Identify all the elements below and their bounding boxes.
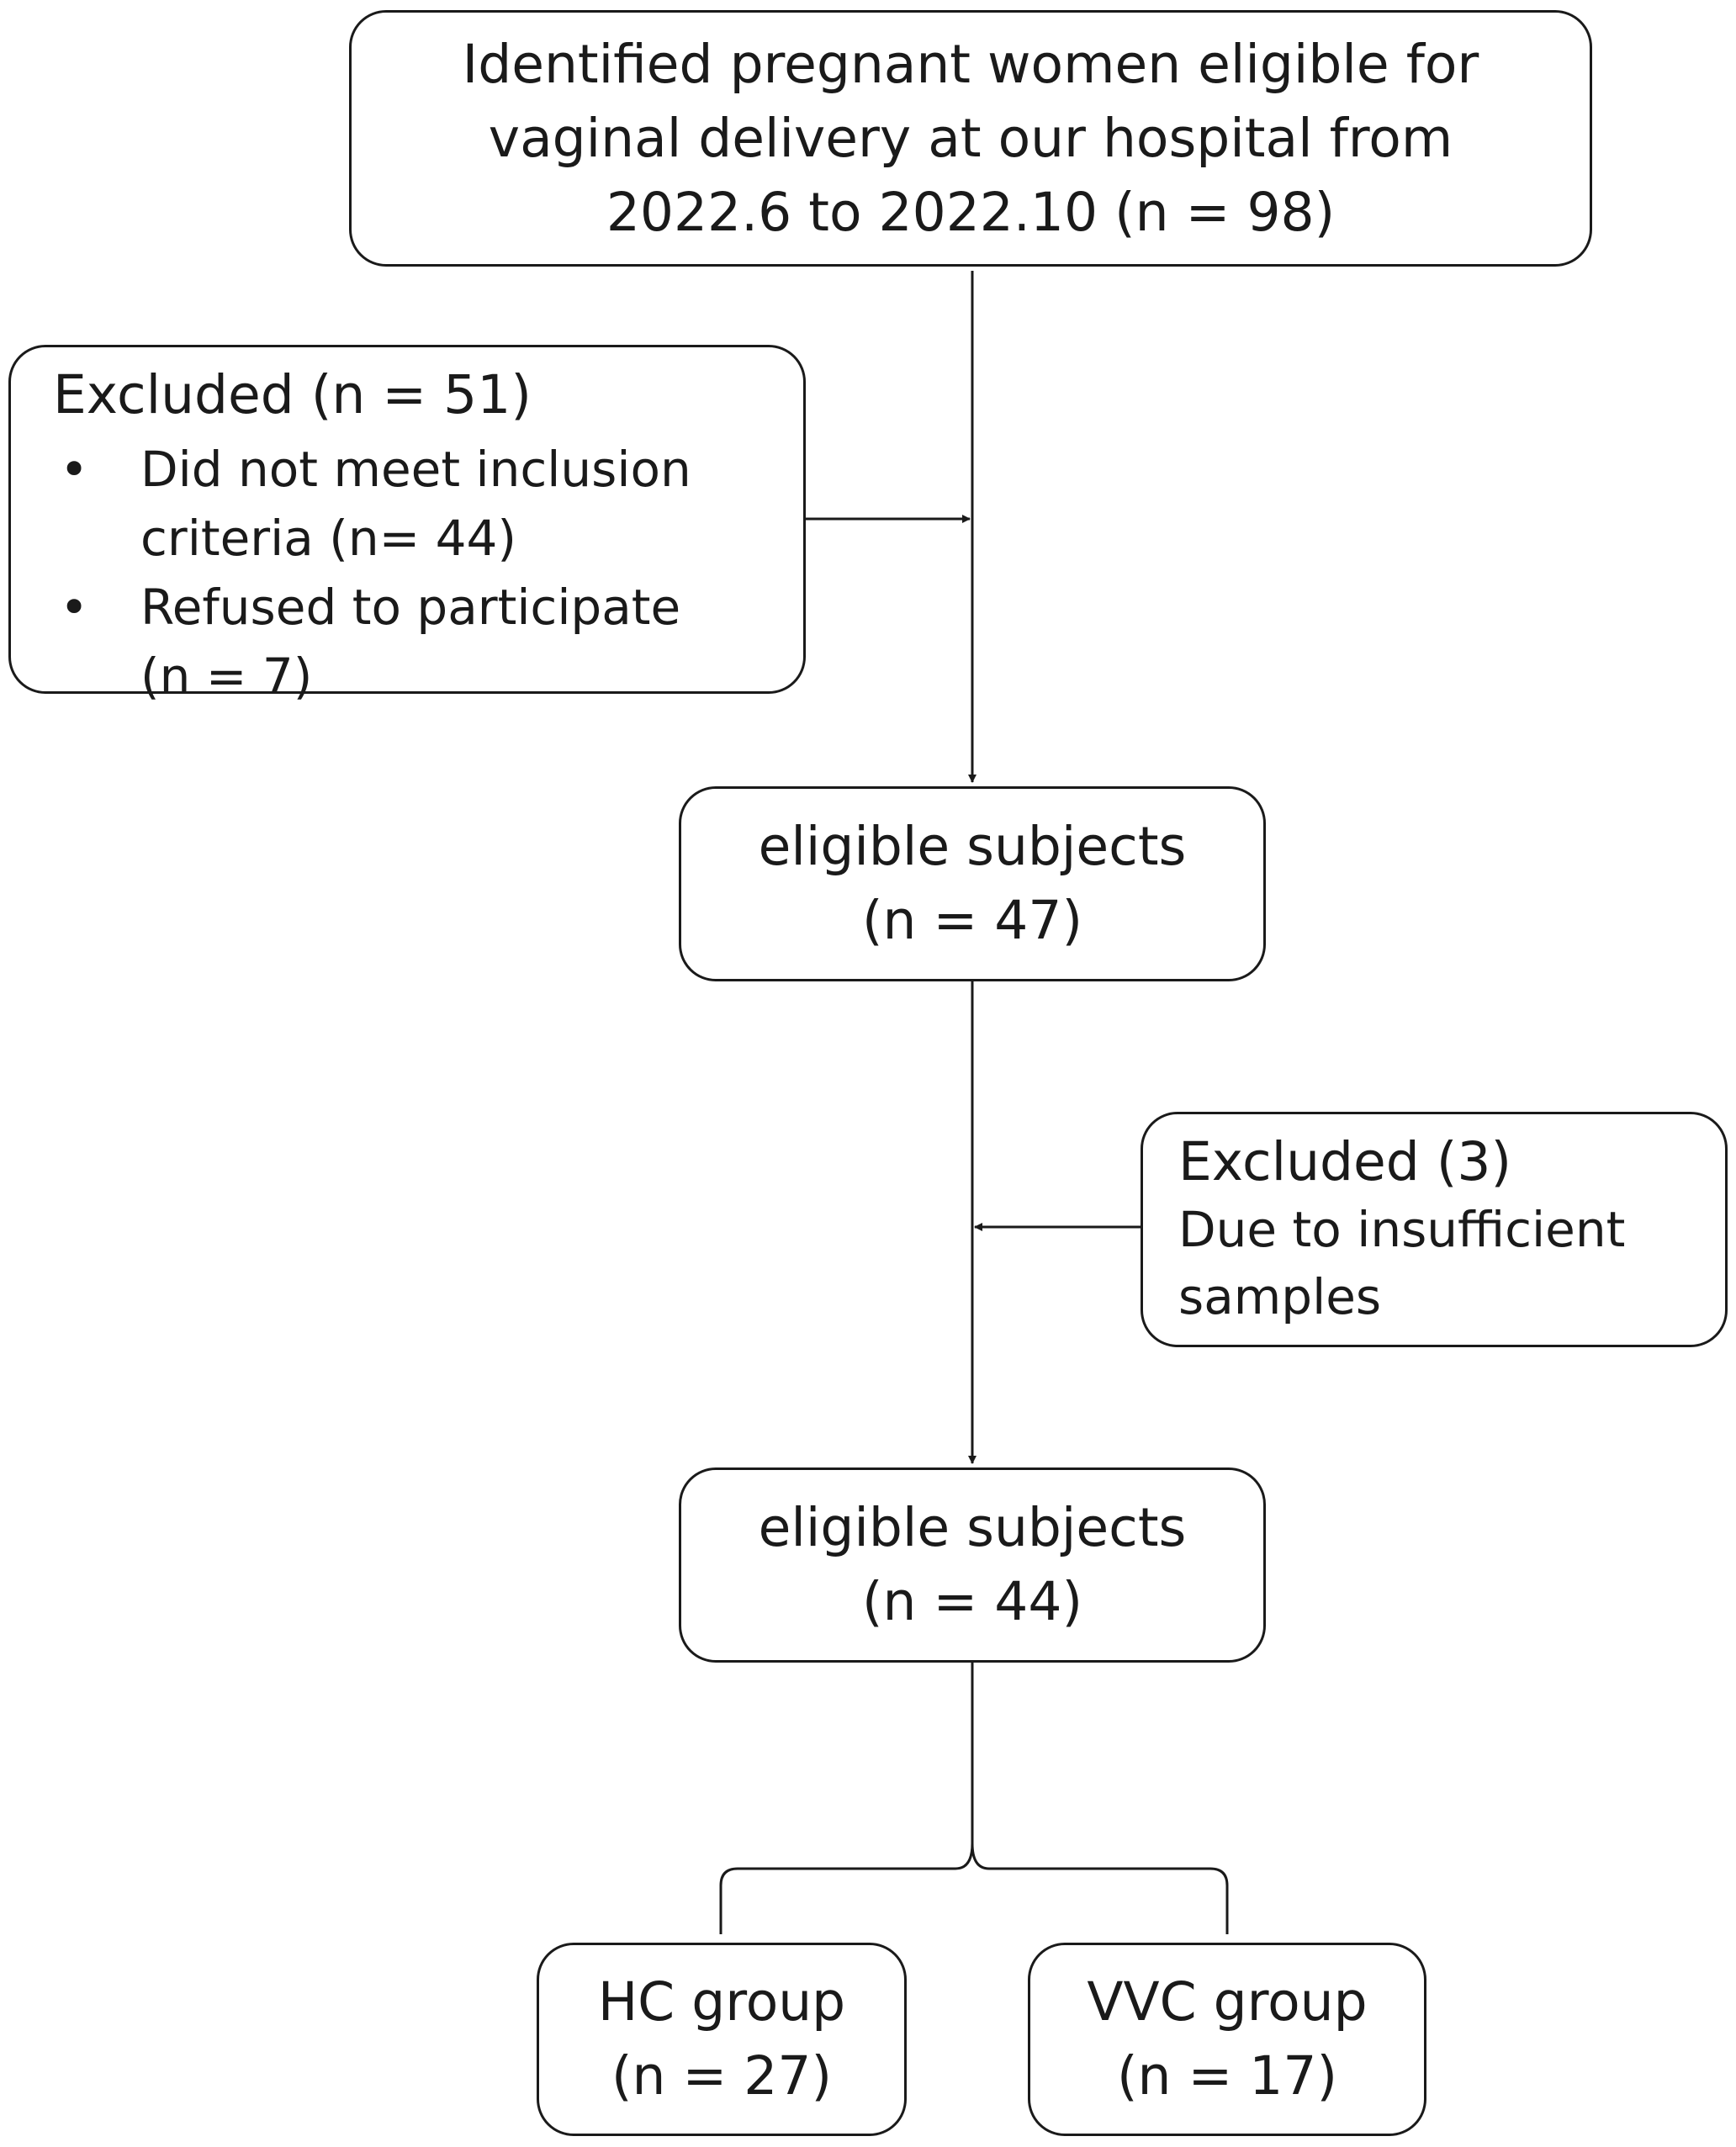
excluded-2-reason-line-2: samples xyxy=(1178,1268,1382,1325)
excluded-1-bullet-2-line-2: (n = 7) xyxy=(140,648,313,705)
eligible-2-count: (n = 44) xyxy=(861,1571,1083,1632)
excluded-2-title: Excluded (3) xyxy=(1178,1131,1512,1192)
hc-group-label: HC group xyxy=(597,1971,846,2033)
vvc-group-count: (n = 17) xyxy=(1116,2045,1338,2107)
bracket-split-groups xyxy=(719,1843,1229,1934)
bullet-icon: • xyxy=(60,579,89,636)
eligible-1-count: (n = 47) xyxy=(861,890,1083,951)
excluded-1-bullet-1-line-1: Did not meet inclusion xyxy=(140,441,691,498)
bullet-icon: • xyxy=(60,441,89,498)
hc-group-count: (n = 27) xyxy=(611,2045,833,2107)
excluded-1-bullet-2-line-1: Refused to participate xyxy=(140,579,681,636)
eligible-subjects-box-2: eligible subjects (n = 44) xyxy=(679,1467,1266,1663)
vvc-group-label: VVC group xyxy=(1087,1971,1368,2033)
vvc-group-box: VVC group (n = 17) xyxy=(1028,1943,1426,2136)
excluded-box-1: Excluded (n = 51) • Did not meet inclusi… xyxy=(8,345,806,705)
identified-women-box: Identified pregnant women eligible for v… xyxy=(349,10,1592,267)
eligible-subjects-box-1: eligible subjects (n = 47) xyxy=(679,786,1266,981)
hc-group-box: HC group (n = 27) xyxy=(537,1943,907,2136)
excluded-2-reason-line-1: Due to insufficient xyxy=(1178,1201,1626,1258)
identified-women-text-line-2: vaginal delivery at our hospital from xyxy=(488,107,1453,169)
excluded-box-2: Excluded (3) Due to insufficient samples xyxy=(1141,1112,1728,1347)
excluded-1-bullet-refused: • Refused to participate (n = 7) xyxy=(53,573,803,711)
excluded-1-bullet-inclusion: • Did not meet inclusion criteria (n= 44… xyxy=(53,435,803,573)
excluded-1-title: Excluded (n = 51) xyxy=(53,364,532,426)
identified-women-text-line-1: Identified pregnant women eligible for xyxy=(462,33,1479,95)
excluded-1-bullet-1-line-2: criteria (n= 44) xyxy=(140,510,517,567)
identified-women-text-line-3: 2022.6 to 2022.10 (n = 98) xyxy=(606,181,1336,243)
eligible-1-label: eligible subjects xyxy=(758,816,1187,877)
eligible-2-label: eligible subjects xyxy=(758,1497,1187,1558)
